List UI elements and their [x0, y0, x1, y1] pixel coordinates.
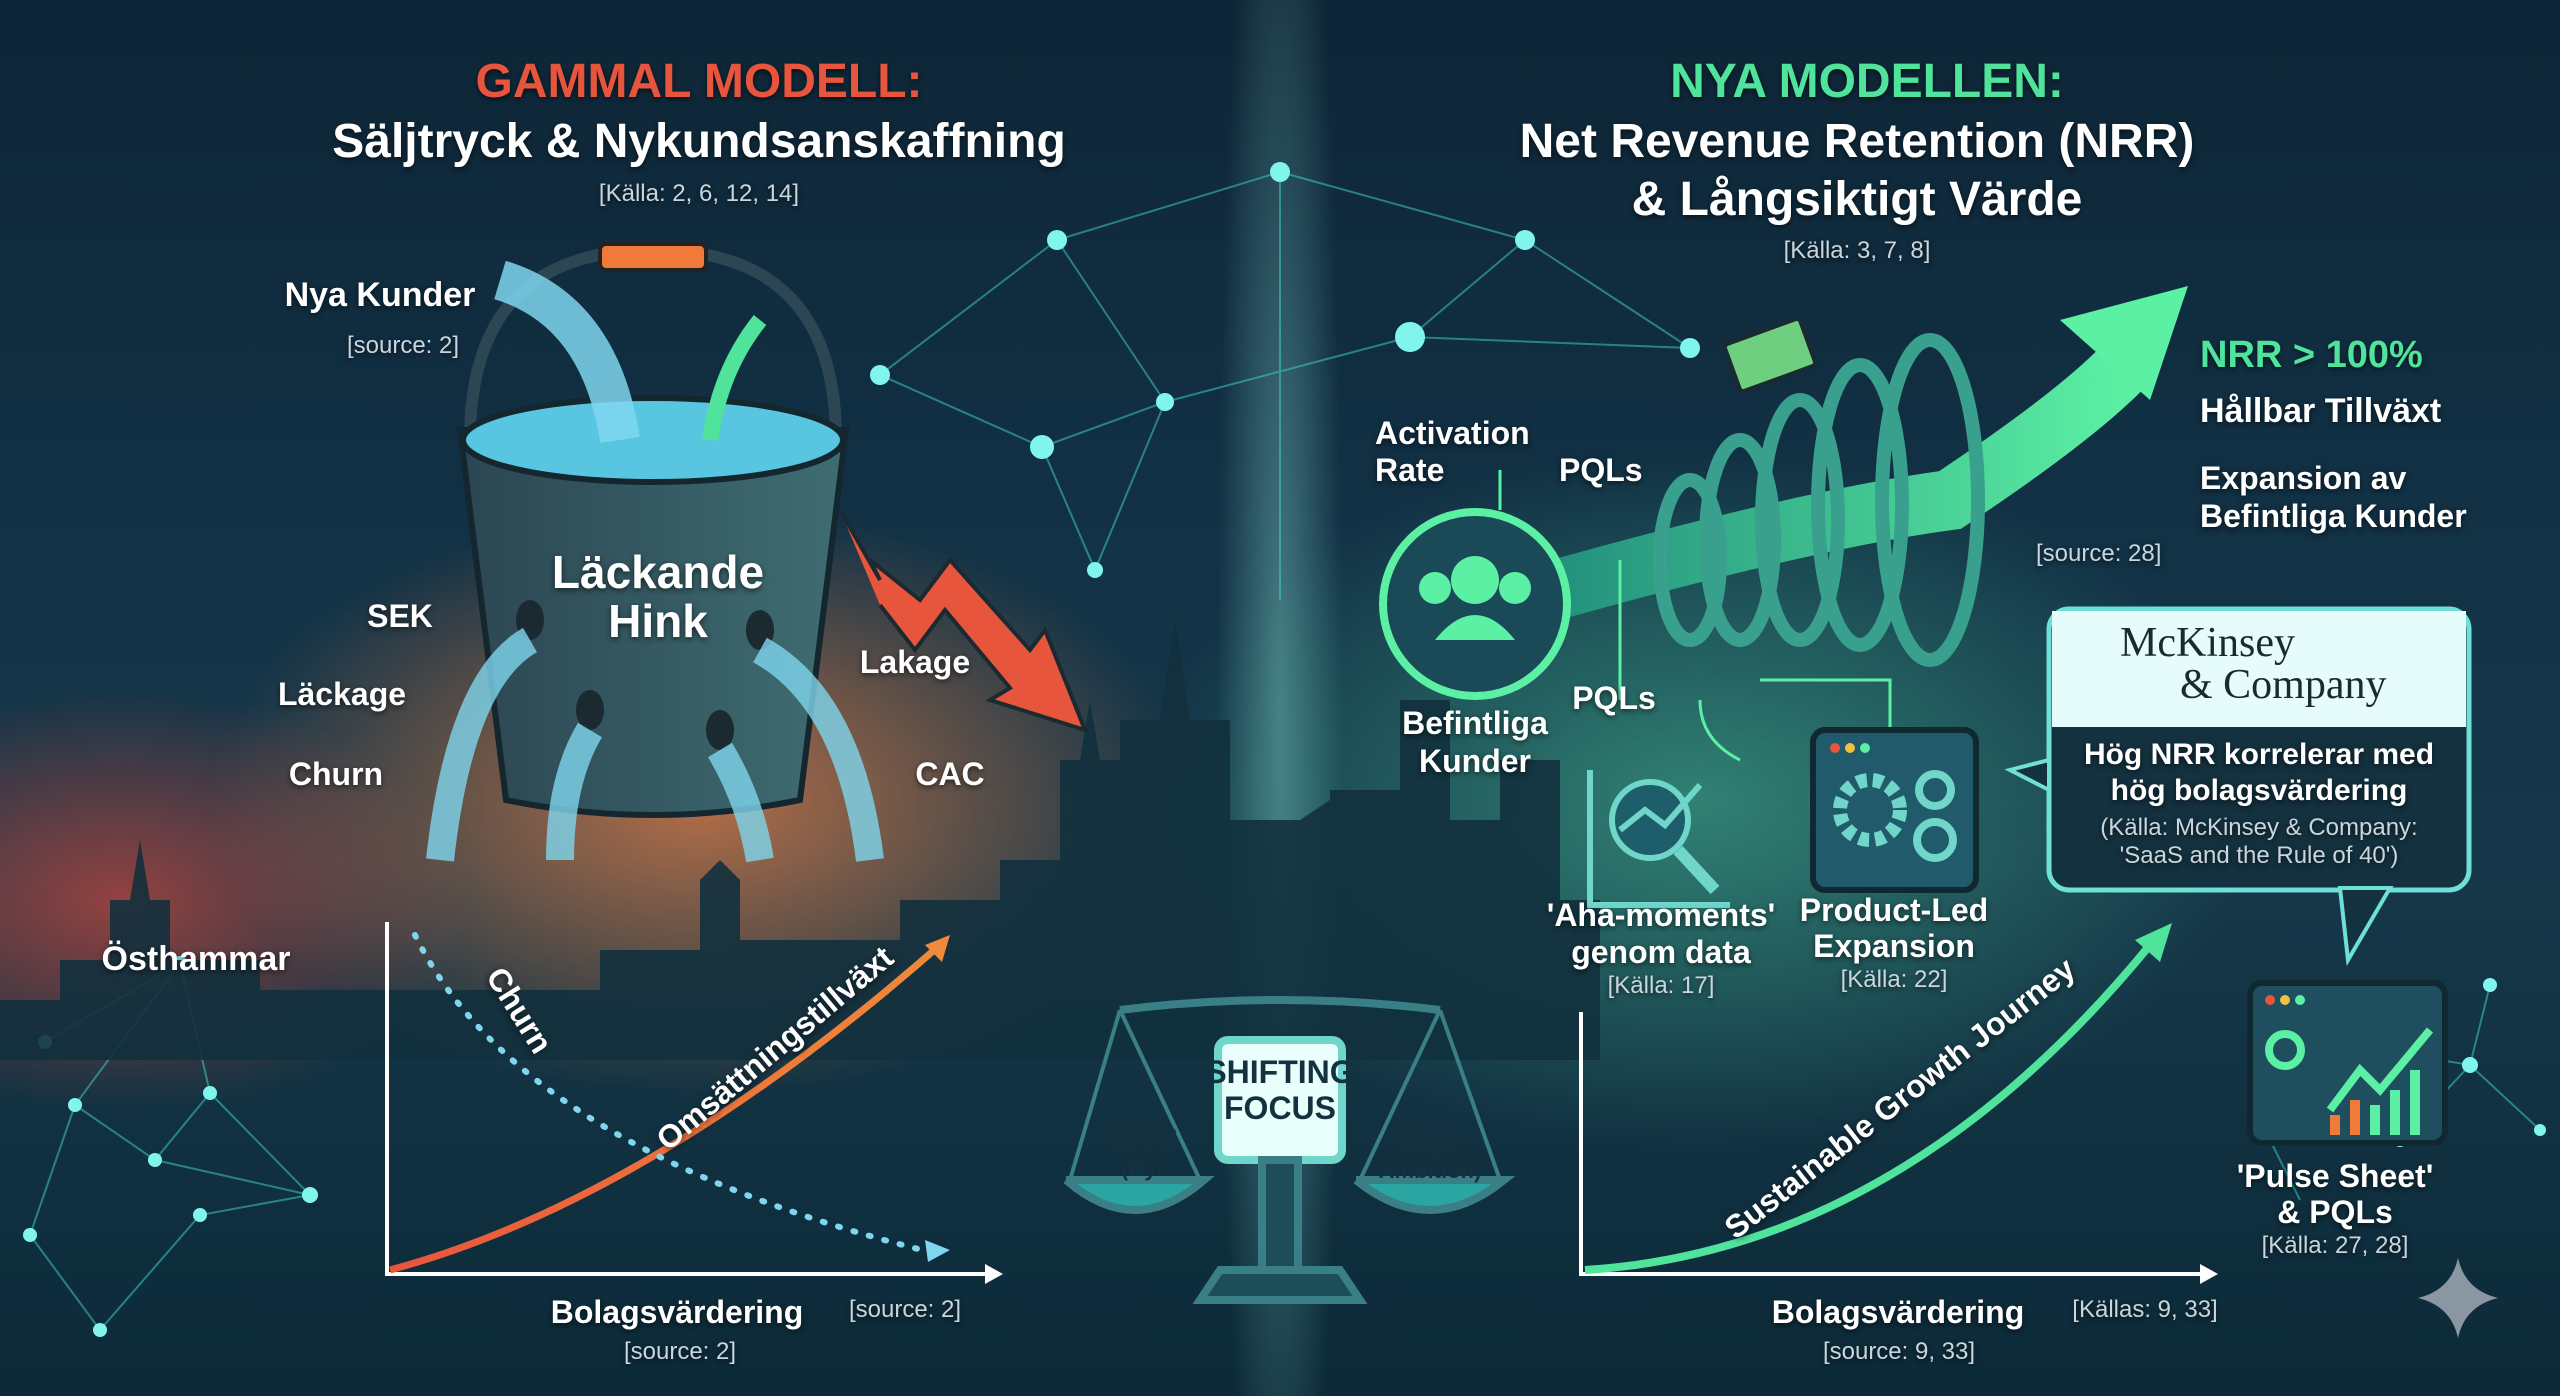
users-icon	[1419, 556, 1531, 640]
ple-label-2: Expansion	[1813, 928, 1975, 964]
gears-window-icon	[1810, 727, 1979, 893]
aha-label-1: 'Aha-moments'	[1546, 897, 1776, 933]
right-subheading-2: & Långsiktigt Värde	[1631, 173, 2083, 226]
right-source: [Källa: 3, 7, 8]	[1783, 237, 1931, 264]
quote-source-1: (Källa: McKinsey & Company:	[2100, 814, 2418, 841]
spring-growth	[1379, 286, 2188, 700]
sparkle-icon	[2418, 1258, 2498, 1338]
city-label: Östhammar	[101, 940, 291, 978]
leak-label-lackage: Läckage	[277, 676, 407, 712]
ple-source: [Källa: 22]	[1840, 966, 1948, 993]
nrr-label: NRR > 100%	[2200, 334, 2423, 376]
leak-label-lakage: Lakage	[859, 644, 971, 680]
new-customers-source: [source: 2]	[346, 332, 460, 359]
right-chart	[1579, 923, 2218, 1284]
right-pan-label-1: (Dyr	[1397, 1122, 1463, 1158]
aha-label-2: genom data	[1571, 934, 1751, 970]
city-skyline	[0, 620, 1600, 1060]
left-side-source: [source: 2]	[848, 1296, 962, 1323]
new-customers-label: Nya Kunder	[284, 276, 476, 314]
left-heading: GAMMAL MODELL:	[475, 55, 923, 108]
pqls-label-bottom: PQLs	[1572, 680, 1656, 716]
right-xaxis-source: [source: 9, 33]	[1822, 1338, 1976, 1365]
pulse-label-2: & PQLs	[2277, 1194, 2393, 1230]
right-subheading-1: Net Revenue Retention (NRR)	[1519, 115, 2195, 168]
existing-customers-label-2: Kunder	[1419, 743, 1531, 779]
right-xaxis-label: Bolagsvärdering	[1771, 1294, 2025, 1330]
spring-source: [source: 28]	[2036, 540, 2162, 567]
right-heading: NYA MODELLEN:	[1670, 55, 2064, 108]
left-source: [Källa: 2, 6, 12, 14]	[598, 180, 800, 207]
left-chart	[385, 922, 1003, 1284]
pulse-source: [Källa: 27, 28]	[2261, 1232, 2409, 1259]
mckinsey-logo-line-2: & Company	[2180, 662, 2387, 708]
left-subheading: Säljtryck & Nykundsanskaffning	[332, 115, 1066, 168]
ple-label-1: Product-Led	[1799, 892, 1989, 928]
sustainable-growth-label: Hållbar Tillväxt	[2200, 392, 2442, 430]
quote-line-2: hög bolagsvärdering	[2110, 774, 2408, 807]
quote-source-2: 'SaaS and the Rule of 40')	[2119, 842, 2399, 869]
right-pan-label-2: Ambition)	[1378, 1158, 1482, 1183]
aha-source: [Källa: 17]	[1607, 972, 1715, 999]
pqls-label-top: PQLs	[1559, 452, 1643, 488]
mckinsey-logo-line-1: McKinsey	[2120, 620, 2295, 666]
leak-label-churn: Churn	[288, 756, 384, 792]
left-pan-label-2: (Dyr	[1120, 1156, 1166, 1181]
balance-scale	[1063, 996, 1516, 1304]
existing-customers-label-1: Befintliga	[1402, 705, 1548, 741]
mckinsey-logo: McKinsey & Company	[2120, 622, 2387, 706]
bucket-title-2: Hink	[608, 595, 708, 647]
quote-line-1: Hög NRR korrelerar med	[2083, 738, 2435, 771]
scale-title-2: FOCUS	[1224, 1090, 1336, 1126]
expansion-label-2: Befintliga Kunder	[2200, 498, 2467, 534]
leaking-bucket	[426, 242, 1089, 863]
scale-title-1: SHIFTING	[1205, 1054, 1355, 1090]
leak-label-sek: SEK	[367, 598, 433, 634]
leak-label-cac: CAC	[915, 756, 985, 792]
magnifier-chart-icon	[1587, 770, 1730, 908]
pulse-dashboard-icon	[2247, 980, 2448, 1146]
activation-label-2: Rate	[1375, 452, 1445, 488]
left-xaxis-source: [source: 2]	[623, 1338, 737, 1365]
expansion-label-1: Expansion av	[2200, 460, 2407, 496]
activation-label-1: Activation	[1375, 415, 1530, 451]
mckinsey-callout	[2004, 606, 2472, 967]
bucket-title-1: Läckande	[551, 546, 765, 598]
pulse-label-1: 'Pulse Sheet'	[2236, 1158, 2434, 1194]
right-side-source: [Källas: 9, 33]	[2072, 1296, 2218, 1323]
left-xaxis-label: Bolagsvärdering	[550, 1294, 804, 1330]
left-pan-label-1: CAC	[1108, 1120, 1178, 1156]
decline-arrow	[838, 509, 1089, 734]
